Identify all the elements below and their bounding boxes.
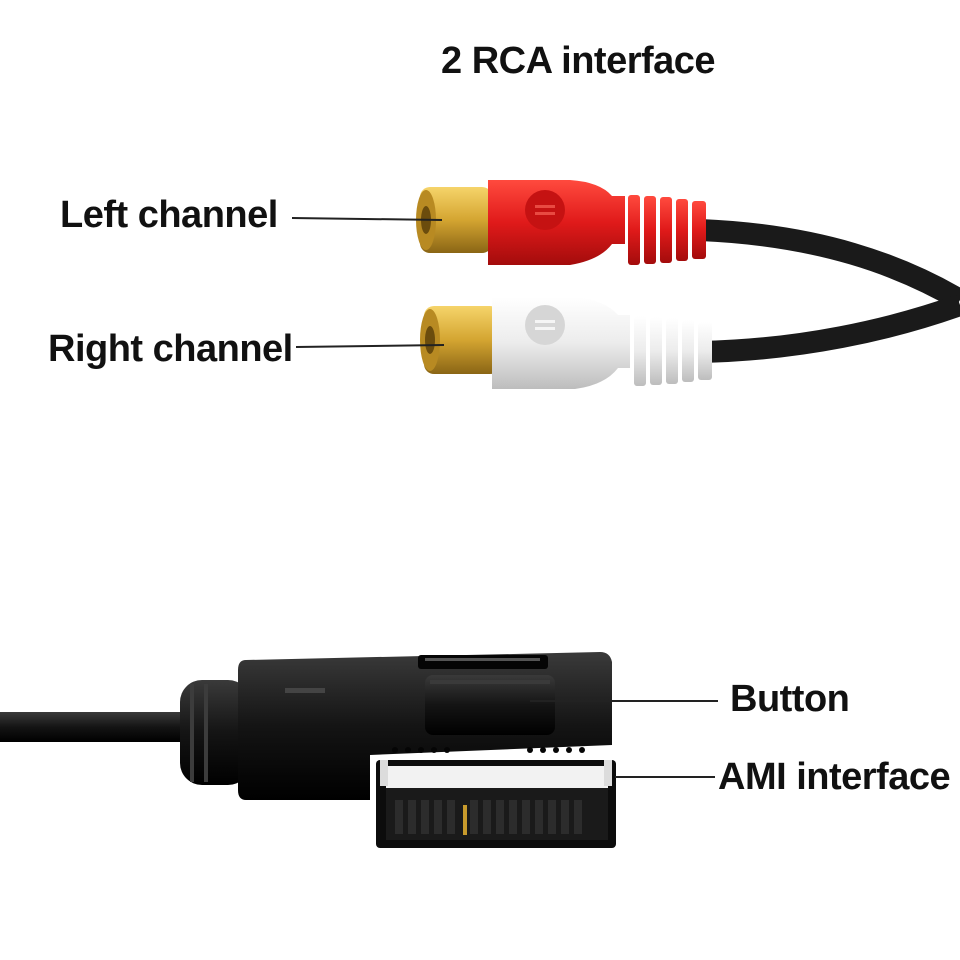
ami-cable [0,712,200,742]
diagram-title: 2 RCA interface [441,40,716,82]
left-rca-cable [699,219,960,310]
ami-interface-label: AMI interface [718,756,951,798]
right-rca-plug [420,297,712,389]
ami-connector [180,652,616,848]
left-channel-label: Left channel [60,194,278,236]
right-channel-leader [295,344,445,348]
left-channel-leader [291,217,443,221]
right-rca-cable [699,294,960,363]
ami-button [425,675,555,735]
left-rca-plug [416,180,706,265]
right-channel-label: Right channel [48,328,293,370]
button-label: Button [730,678,850,720]
